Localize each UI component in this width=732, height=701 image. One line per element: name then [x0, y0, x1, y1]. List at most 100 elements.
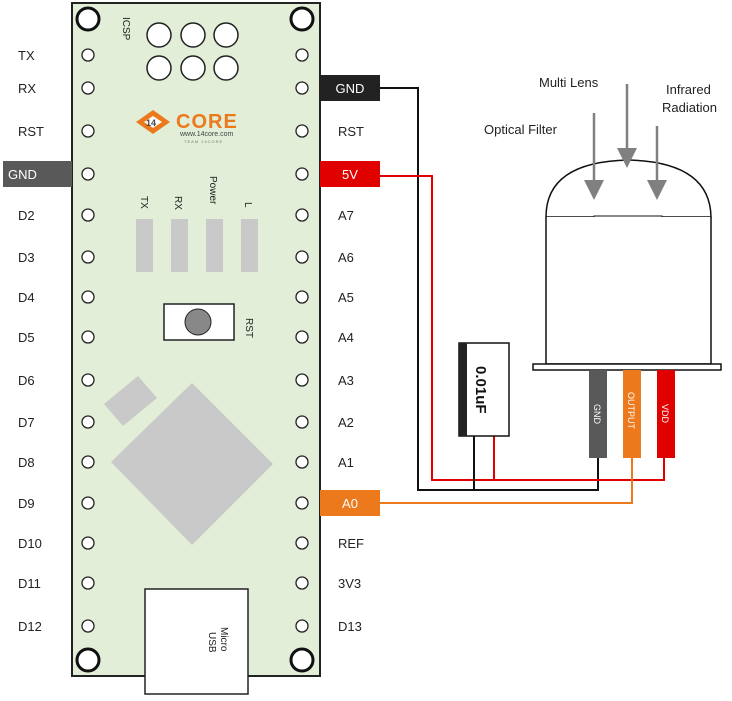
right-pin-label-a3: A3 [338, 373, 354, 388]
pin-hole [81, 48, 95, 62]
right-pin-label-d13: D13 [338, 619, 362, 634]
mcu-chip [104, 376, 273, 545]
usb-label-line1: Micro [218, 627, 229, 652]
pin-hole [81, 290, 95, 304]
pin-hole [295, 167, 309, 181]
icsp-pin [146, 55, 172, 81]
icsp-pin [213, 55, 239, 81]
right-pin-label-a6: A6 [338, 250, 354, 265]
led-pad-rx [171, 219, 188, 272]
left-pin-label-d11: D11 [18, 576, 41, 591]
left-pin-label-d9: D9 [18, 496, 35, 511]
led-pad-tx [136, 219, 153, 272]
right-pin-label-ref: REF [338, 536, 364, 551]
right-pin-label-rst: RST [338, 124, 364, 139]
right-pin-label-3v3: 3V3 [338, 576, 361, 591]
pin-hole [295, 81, 309, 95]
pin-hole [81, 536, 95, 550]
left-pin-label-d12: D12 [18, 619, 42, 634]
right-pin-holes [295, 48, 309, 633]
left-pin-label-d2: D2 [18, 208, 35, 223]
logo: 14 CORE www.14core.com TEAM 14CORE [136, 110, 237, 144]
svg-text:14: 14 [146, 118, 156, 128]
label-optical-filter: Optical Filter [484, 122, 558, 137]
right-pin-highlight-a0 [320, 490, 380, 516]
mount-hole-top-right [289, 6, 315, 32]
left-pin-label-d5: D5 [18, 330, 35, 345]
right-pin-label-gnd: GND [336, 81, 365, 96]
pin-hole [295, 48, 309, 62]
left-pin-label-d8: D8 [18, 455, 35, 470]
left-pin-label-rst: RST [18, 124, 44, 139]
mount-hole-bottom-right [289, 647, 315, 673]
led-label-rx: RX [172, 196, 183, 210]
left-pin-label-tx: TX [18, 48, 35, 63]
left-pin-label-rx: RX [18, 81, 36, 96]
left-pin-label-gnd: GND [8, 167, 37, 182]
sensor-pin-output-label: OUTPUT [626, 392, 636, 430]
right-pin-highlight-5v [320, 161, 380, 187]
wires [380, 87, 665, 504]
right-pin-label-5v: 5V [342, 167, 358, 182]
left-pin-label-d4: D4 [18, 290, 35, 305]
pin-hole [295, 619, 309, 633]
pin-hole [81, 415, 95, 429]
pin-hole [295, 496, 309, 510]
pin-hole [81, 250, 95, 264]
capacitor-value: 0.01uF [472, 366, 489, 414]
pin-hole [81, 576, 95, 590]
right-pin-highlight-gnd [320, 75, 380, 101]
sensor-pin-output [623, 370, 641, 458]
pin-hole [81, 496, 95, 510]
pin-hole [295, 124, 309, 138]
sensor-pin-gnd-label: GND [592, 404, 602, 425]
sensor-dome [545, 159, 712, 218]
pin-hole [295, 208, 309, 222]
pin-hole [81, 330, 95, 344]
sensor-pin-gnd [589, 370, 607, 458]
micro-usb-connector[interactable]: Micro USB [144, 588, 249, 695]
left-pin-holes [81, 48, 95, 633]
label-infrared: Infrared [666, 82, 711, 97]
logo-url: www.14core.com [179, 131, 233, 138]
icsp-pin [180, 55, 206, 81]
pin-hole [81, 167, 95, 181]
pin-hole [295, 290, 309, 304]
led-pad-power [206, 219, 223, 272]
pin-hole [295, 415, 309, 429]
pir-sensor: GND OUTPUT VDD Multi Lens Infrared Radia… [484, 75, 722, 458]
led-label-power: Power [207, 176, 218, 205]
reset-button-knob[interactable] [184, 308, 212, 336]
capacitor-body [458, 342, 510, 437]
label-multi-lens: Multi Lens [539, 75, 599, 90]
capacitor: 0.01uF [458, 342, 510, 437]
label-radiation: Radiation [662, 100, 717, 115]
logo-tagline: TEAM 14CORE [184, 139, 223, 144]
right-pin-label-a5: A5 [338, 290, 354, 305]
left-pin-label-d10: D10 [18, 536, 42, 551]
right-pin-label-a1: A1 [338, 455, 354, 470]
right-pin-label-a0: A0 [342, 496, 358, 511]
pin-hole [295, 455, 309, 469]
pin-hole [295, 373, 309, 387]
left-pin-label-d7: D7 [18, 415, 35, 430]
pin-hole [81, 81, 95, 95]
wire-a0 [380, 458, 633, 504]
pin-hole [295, 576, 309, 590]
led-pad-l [241, 219, 258, 272]
left-pin-label-d6: D6 [18, 373, 35, 388]
reset-button[interactable] [163, 303, 235, 341]
icsp-pin [213, 22, 239, 48]
logo-mark: 14 [136, 110, 170, 134]
usb-label-line2: USB [206, 632, 217, 653]
led-label-tx: TX [138, 196, 149, 209]
reset-label: RST [243, 318, 254, 338]
icsp-header: ICSP [120, 17, 239, 81]
pin-hole [81, 124, 95, 138]
icsp-pin [146, 22, 172, 48]
mount-hole-bottom-left [75, 647, 101, 673]
